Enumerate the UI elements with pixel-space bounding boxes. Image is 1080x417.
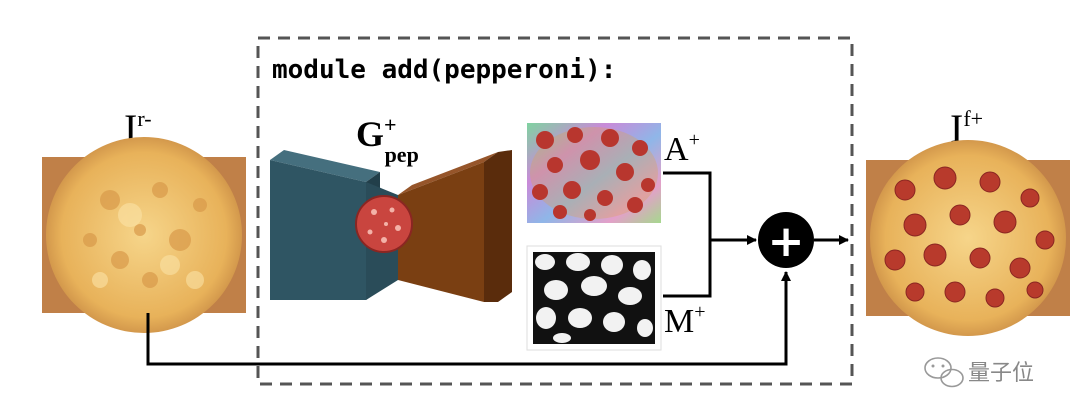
wechat-icon [924,357,964,388]
attention-map-image [527,123,661,223]
attention-connector [663,171,712,240]
mask-label: M+ [664,301,706,340]
mask-connector [663,240,712,298]
pepperoni-icon [355,195,413,253]
connectors [146,171,849,366]
combine-symbol: + [768,216,805,267]
mask-image [526,245,662,351]
skip-connection [146,271,791,366]
combine-node: + [758,212,814,268]
module-title: module add(pepperoni): [272,55,616,85]
attention-label: A+ [664,129,700,168]
module-box [256,36,854,386]
generator-label: G+pep [356,112,419,167]
input-pizza-image [42,137,246,333]
watermark-text: 量子位 [968,361,1034,386]
generator-decoder [398,150,512,302]
watermark: 量子位 [924,357,1034,388]
output-pizza-image [866,140,1070,336]
output-label: If+ [950,106,983,151]
